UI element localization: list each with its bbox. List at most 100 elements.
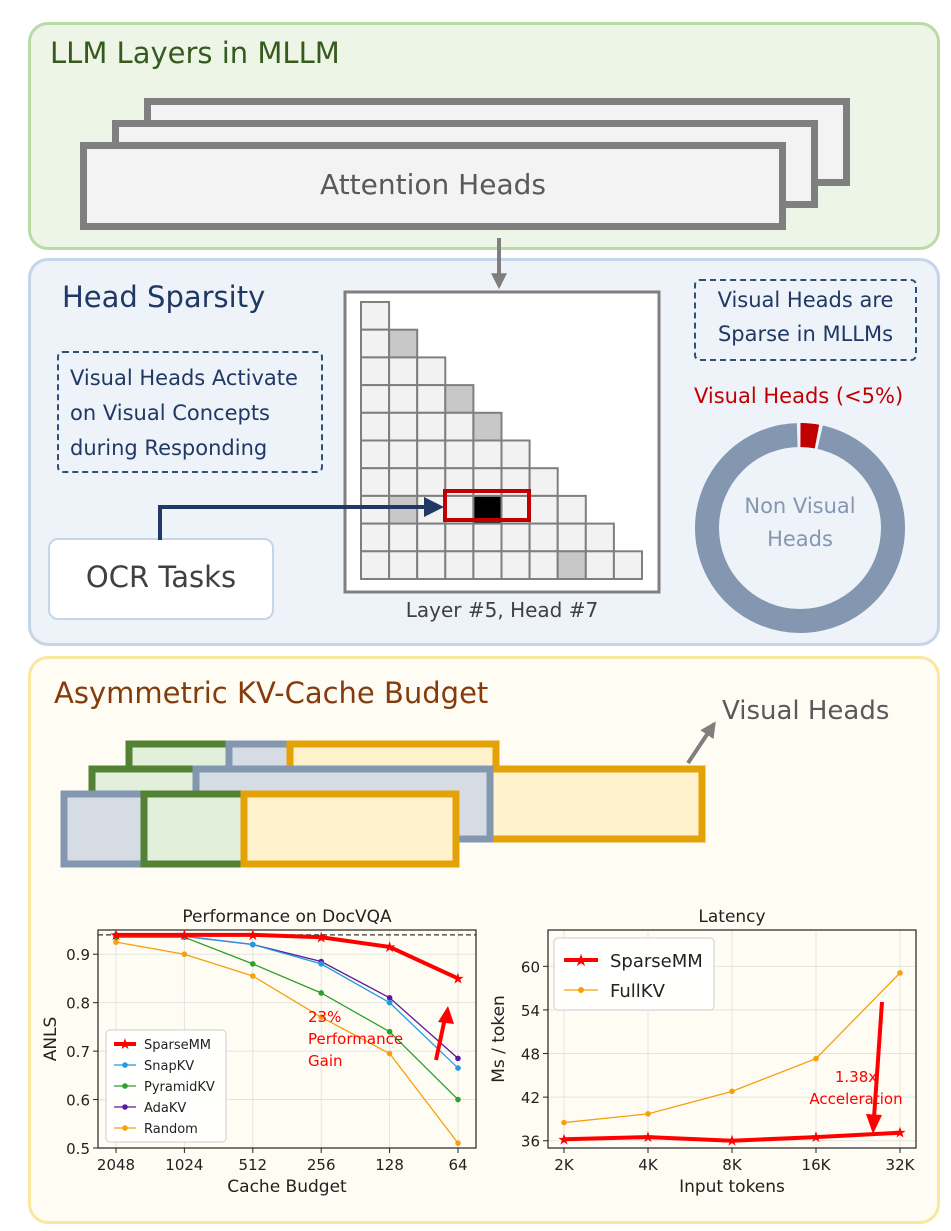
y-tick-label: 60 <box>521 958 540 976</box>
grid-cell <box>416 439 447 470</box>
point-sparsemm: ★ <box>557 1130 570 1148</box>
head-grid-diagram <box>158 238 661 594</box>
chart-title: Performance on DocVQA <box>182 907 392 927</box>
y-tick-label: 0.9 <box>66 946 90 964</box>
point-sparsemm: ★ <box>893 1124 906 1142</box>
y-tick-label: 0.6 <box>66 1092 90 1110</box>
x-tick-label: 1024 <box>165 1156 203 1174</box>
point-sparsemm: ★ <box>809 1128 822 1146</box>
grid-caption: Layer #5, Head #7 <box>405 598 599 622</box>
grid-cell <box>528 467 559 497</box>
grid-cell <box>612 550 644 580</box>
grid-cell <box>584 522 615 553</box>
docvqa-performance-chart: Performance on DocVQA0.50.60.70.80.92048… <box>41 907 477 1197</box>
legend-label: SparseMM <box>144 1038 211 1053</box>
visual-heads-share-label: Visual Heads (<5%) <box>694 384 904 408</box>
point-random <box>181 951 188 958</box>
grid-cell <box>500 439 531 470</box>
legend-box <box>553 937 715 1011</box>
grid-cell <box>528 494 559 525</box>
grid-cell <box>388 550 419 580</box>
x-axis-label: Cache Budget <box>227 1177 347 1197</box>
point-fullkv <box>813 1055 819 1062</box>
point-sparsemm: ★ <box>383 938 396 956</box>
x-tick-label: 2K <box>554 1156 575 1174</box>
point-random <box>455 1140 461 1146</box>
grid-cell <box>528 522 559 553</box>
grid-cell <box>416 467 447 497</box>
series-line-sparsemm <box>116 932 459 981</box>
attention-head-stack-front <box>80 142 786 230</box>
legend-label: SparseMM <box>610 951 703 972</box>
y-axis-label: Ms / token <box>489 995 509 1083</box>
ocr-tasks-label: OCR Tasks <box>85 560 237 594</box>
grid-cell <box>472 522 503 553</box>
grid-cell <box>360 550 391 580</box>
point-pyramidkv <box>455 1096 461 1103</box>
grid-cell <box>360 522 391 553</box>
kv-budget-bars <box>60 721 716 868</box>
legend-marker: ★ <box>573 951 588 971</box>
grid-cell <box>360 384 391 414</box>
point-snapkv <box>250 941 256 948</box>
point-snapkv <box>318 961 325 967</box>
legend-label: SnapKV <box>144 1059 194 1074</box>
gain-arrow-shaft <box>434 1017 447 1061</box>
point-sparsemm: ★ <box>314 928 327 946</box>
activate-note-line-1: Visual Heads Activate <box>70 366 298 390</box>
x-tick-label: 128 <box>375 1156 404 1174</box>
series-line-pyramidkv <box>116 936 459 1101</box>
grid-cell <box>444 411 475 442</box>
x-tick-label: 512 <box>238 1156 267 1174</box>
point-snapkv <box>455 1065 461 1071</box>
grid-cell <box>444 439 475 470</box>
grid-cell <box>388 384 419 414</box>
point-snapkv <box>386 999 393 1006</box>
grid-cell <box>416 384 447 414</box>
x-tick-label: 4K <box>638 1156 659 1174</box>
point-sparsemm: ★ <box>725 1132 738 1150</box>
x-tick-label: 256 <box>307 1156 336 1174</box>
annotation-text: Gain <box>308 1052 343 1070</box>
grid-cell <box>416 494 447 525</box>
grid-cell <box>556 550 587 580</box>
chart-title: Latency <box>698 907 765 927</box>
grid-cell <box>360 356 391 387</box>
visual-heads-pointer-arrow <box>686 721 716 765</box>
grid-cell <box>444 550 475 580</box>
legend-marker <box>122 1125 128 1131</box>
acceleration-arrow-head <box>866 1114 882 1134</box>
y-tick-label: 36 <box>521 1133 540 1151</box>
llm-layers-title: LLM Layers in MLLM <box>50 36 340 70</box>
head-share-donut <box>695 422 905 633</box>
visual-heads-activate-note <box>57 351 323 473</box>
attention-heads-label: Attention Heads <box>320 168 546 201</box>
grid-cell <box>472 550 503 580</box>
grid-cell <box>584 550 615 580</box>
legend-label: FullKV <box>610 981 666 1002</box>
y-axis-label: ANLS <box>41 1017 61 1062</box>
point-sparsemm: ★ <box>641 1128 654 1146</box>
grid-cell <box>360 494 391 525</box>
grid-cell <box>388 411 419 442</box>
grid-cell <box>444 522 475 553</box>
grid-cell <box>388 439 419 470</box>
grid-cell <box>416 411 447 442</box>
point-sparsemm: ★ <box>451 969 464 987</box>
grid-cell <box>360 467 391 497</box>
grid-cell <box>556 494 587 525</box>
activate-note-line-2: on Visual Concepts <box>70 401 270 425</box>
grid-cell <box>416 522 447 553</box>
series-line-random <box>115 941 459 1144</box>
head-sparsity-title: Head Sparsity <box>62 280 266 314</box>
visual-heads-pointer-label: Visual Heads <box>722 696 890 726</box>
y-tick-label: 54 <box>521 1002 540 1020</box>
acceleration-arrow-shaft <box>872 1001 884 1119</box>
grid-cell <box>388 328 419 359</box>
grid-cell <box>472 439 503 470</box>
budget-row3-gold <box>240 790 460 868</box>
ocr-tasks-box <box>48 538 274 620</box>
sparse-note-line-1: Visual Heads are <box>717 288 894 312</box>
y-tick-label: 0.7 <box>66 1043 90 1061</box>
